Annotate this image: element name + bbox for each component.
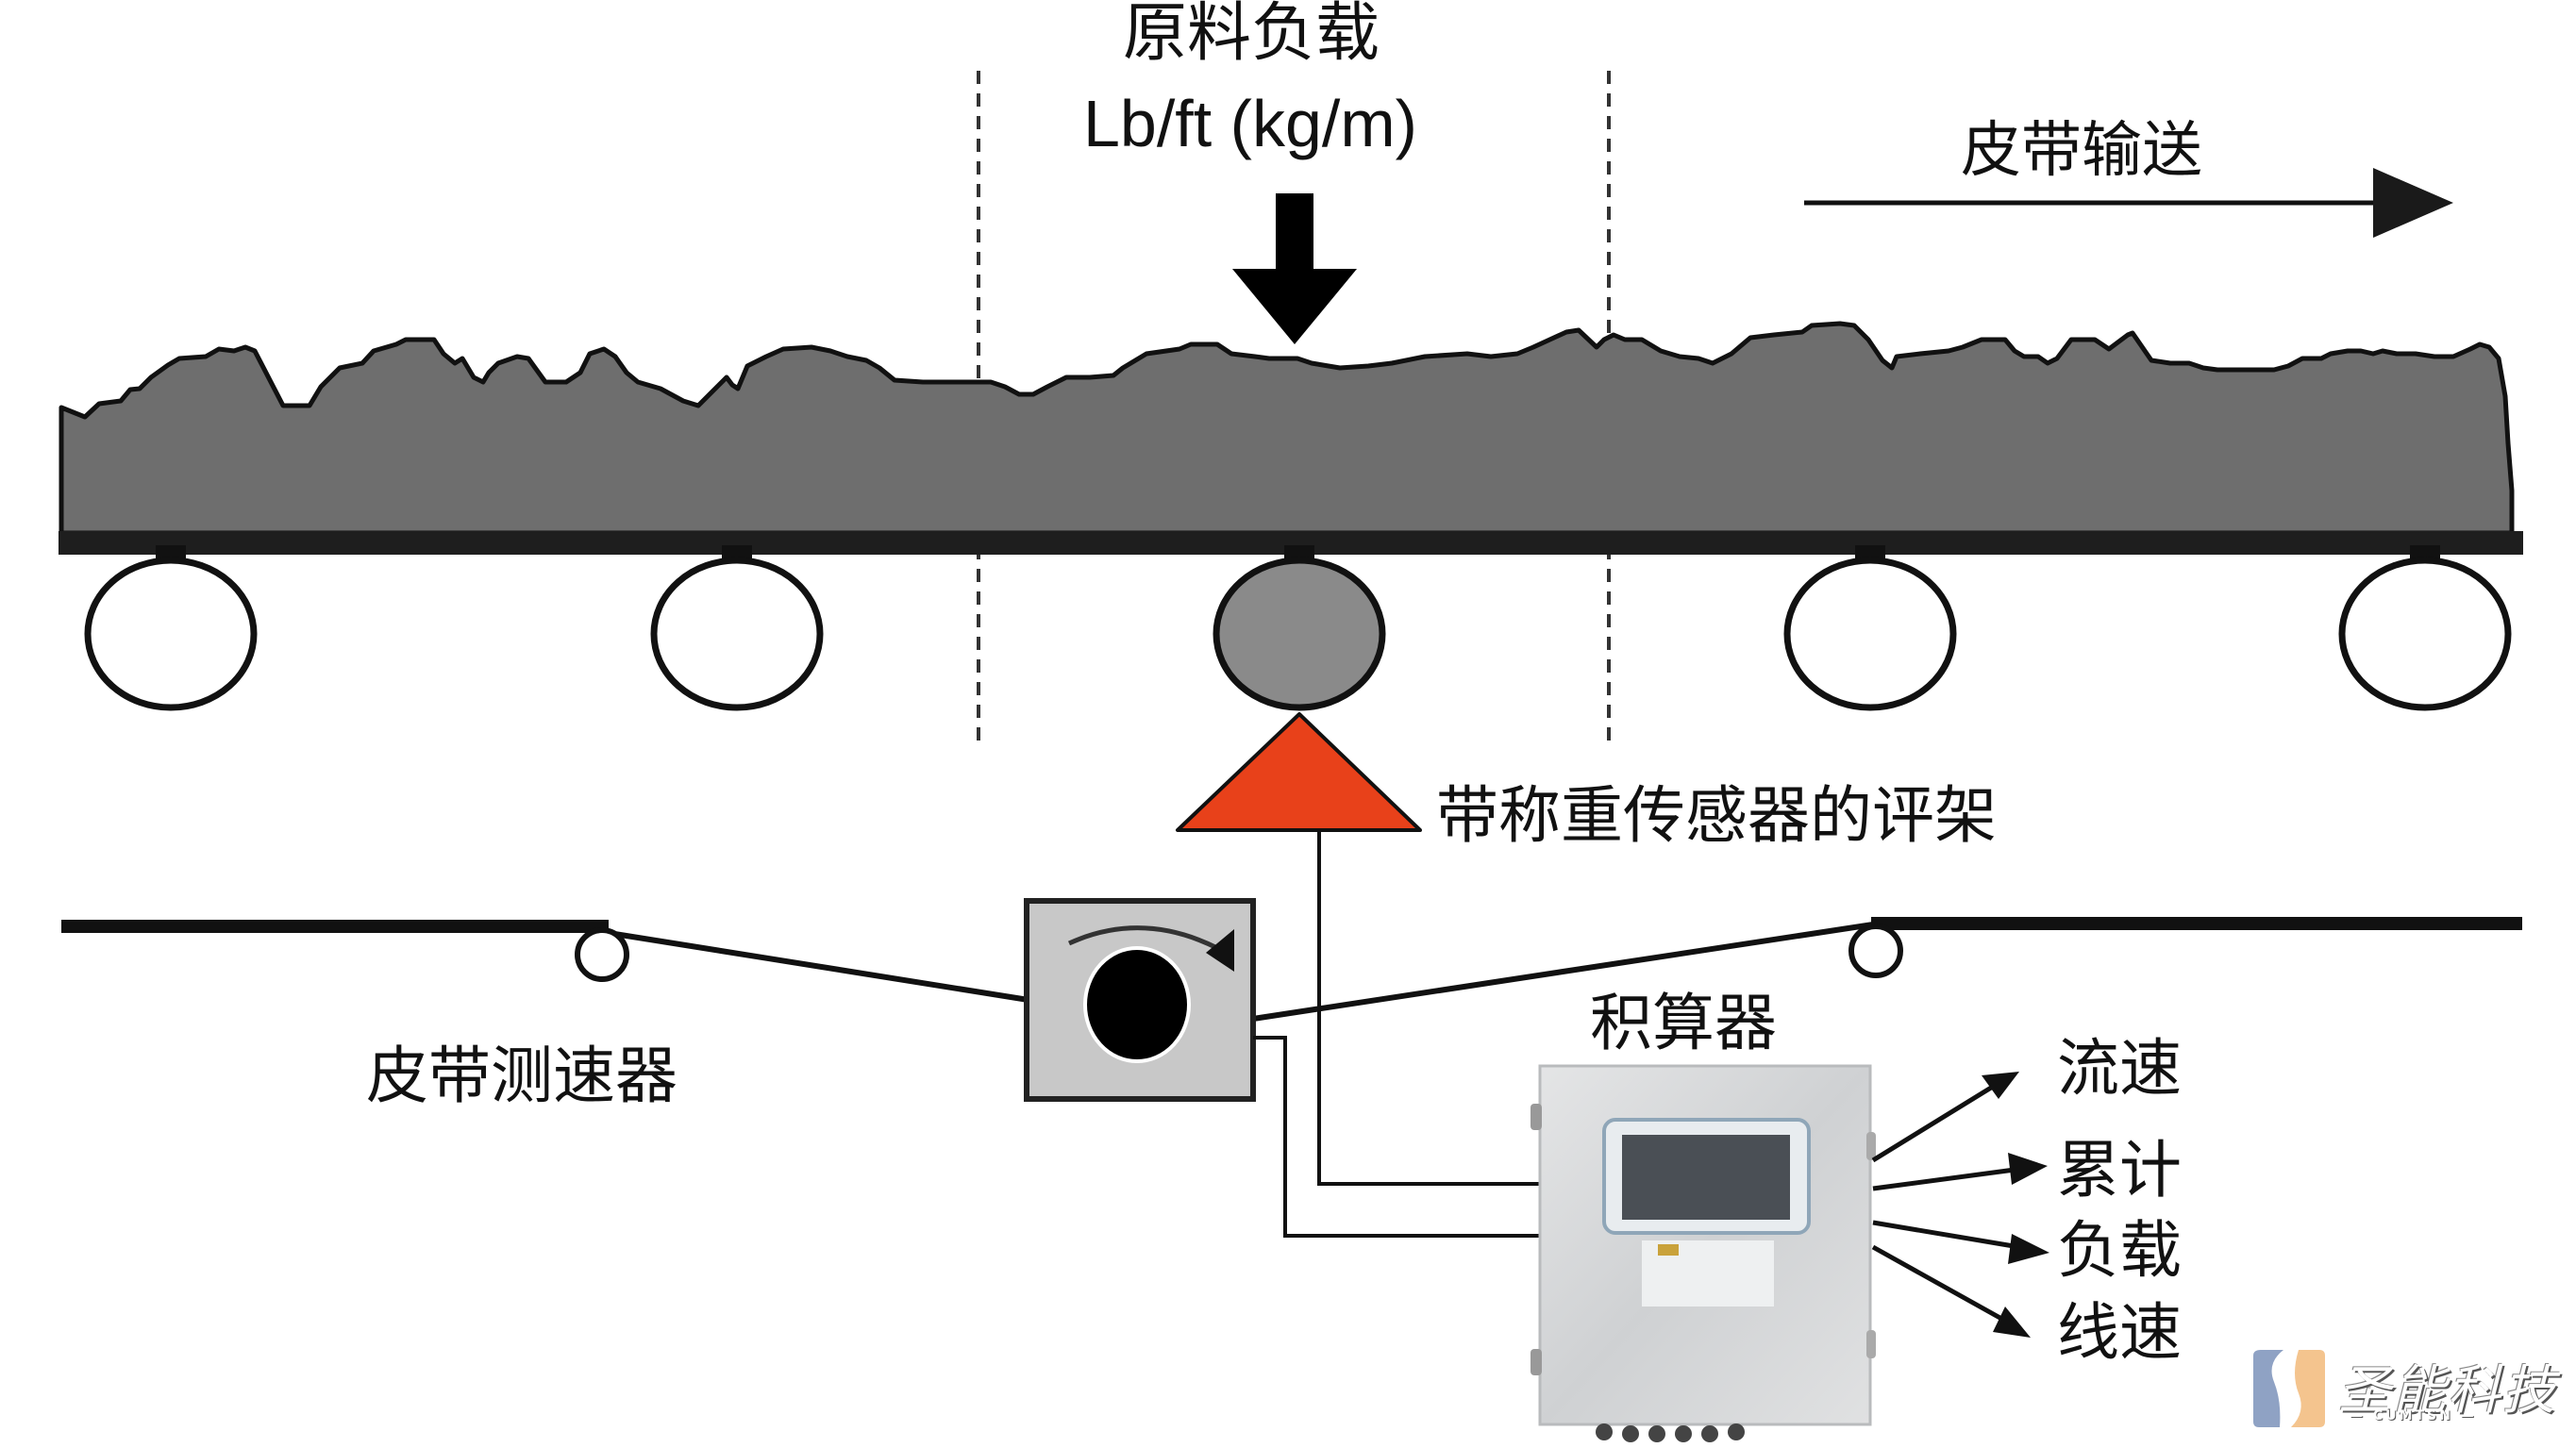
return-belt-right bbox=[1871, 917, 2522, 930]
material-load bbox=[59, 321, 2515, 536]
idler-roller bbox=[1783, 557, 1957, 711]
load-cell-triangle bbox=[1176, 712, 1422, 832]
output-arrows bbox=[1871, 1072, 2049, 1338]
belt-direction-label: 皮带输送 bbox=[1961, 116, 2202, 186]
return-belt-left bbox=[61, 920, 609, 933]
weigh-idler-label: 带称重传感器的评架 bbox=[1436, 779, 1997, 852]
idler-roller bbox=[2338, 557, 2512, 711]
integrator-device bbox=[1531, 1064, 1876, 1442]
watermark-text: 圣能科技 bbox=[2338, 1360, 2557, 1422]
title-material-load: 原料负载 bbox=[1123, 0, 1380, 71]
output-label-line-speed: 线速 bbox=[2057, 1296, 2182, 1369]
title-unit: Lb/ft (kg/m) bbox=[1083, 87, 1417, 160]
return-belt-incline-right bbox=[1252, 922, 1874, 1022]
belt-direction-arrow-icon bbox=[2373, 168, 2453, 238]
idler-roller bbox=[650, 557, 824, 711]
load-cell-signal-wire bbox=[1317, 830, 1540, 1186]
output-label-flow-rate: 流速 bbox=[2057, 1032, 2182, 1105]
return-belt-incline-left bbox=[608, 930, 1029, 1003]
watermark-logo: 圣能科技 — CUMTSN — bbox=[2246, 1344, 2557, 1434]
rotation-arc-icon bbox=[1067, 925, 1219, 951]
output-label-load: 负载 bbox=[2057, 1214, 2182, 1287]
weigh-idler-roller bbox=[1213, 557, 1386, 711]
load-arrow-icon bbox=[1232, 193, 1357, 344]
integrator-label: 积算器 bbox=[1590, 987, 1777, 1059]
integrator-screen bbox=[1622, 1135, 1790, 1220]
speed-sensor-label: 皮带测速器 bbox=[366, 1040, 677, 1112]
rotation-arrowhead-icon bbox=[1206, 929, 1234, 972]
output-label-totalizer: 累计 bbox=[2057, 1134, 2182, 1207]
speed-wheel-icon bbox=[1083, 946, 1191, 1063]
return-roller-right bbox=[1848, 924, 1903, 978]
idler-roller bbox=[84, 557, 258, 711]
cable-glands bbox=[1596, 1423, 1745, 1442]
speed-sensor-signal-wire bbox=[1253, 1036, 1540, 1238]
s-logo-icon bbox=[2253, 1350, 2325, 1427]
return-roller-left bbox=[575, 927, 629, 982]
speed-sensor bbox=[1024, 898, 1256, 1102]
idler-rollers bbox=[84, 545, 2512, 711]
watermark-subtext: — CUMTSN — bbox=[2350, 1408, 2477, 1423]
